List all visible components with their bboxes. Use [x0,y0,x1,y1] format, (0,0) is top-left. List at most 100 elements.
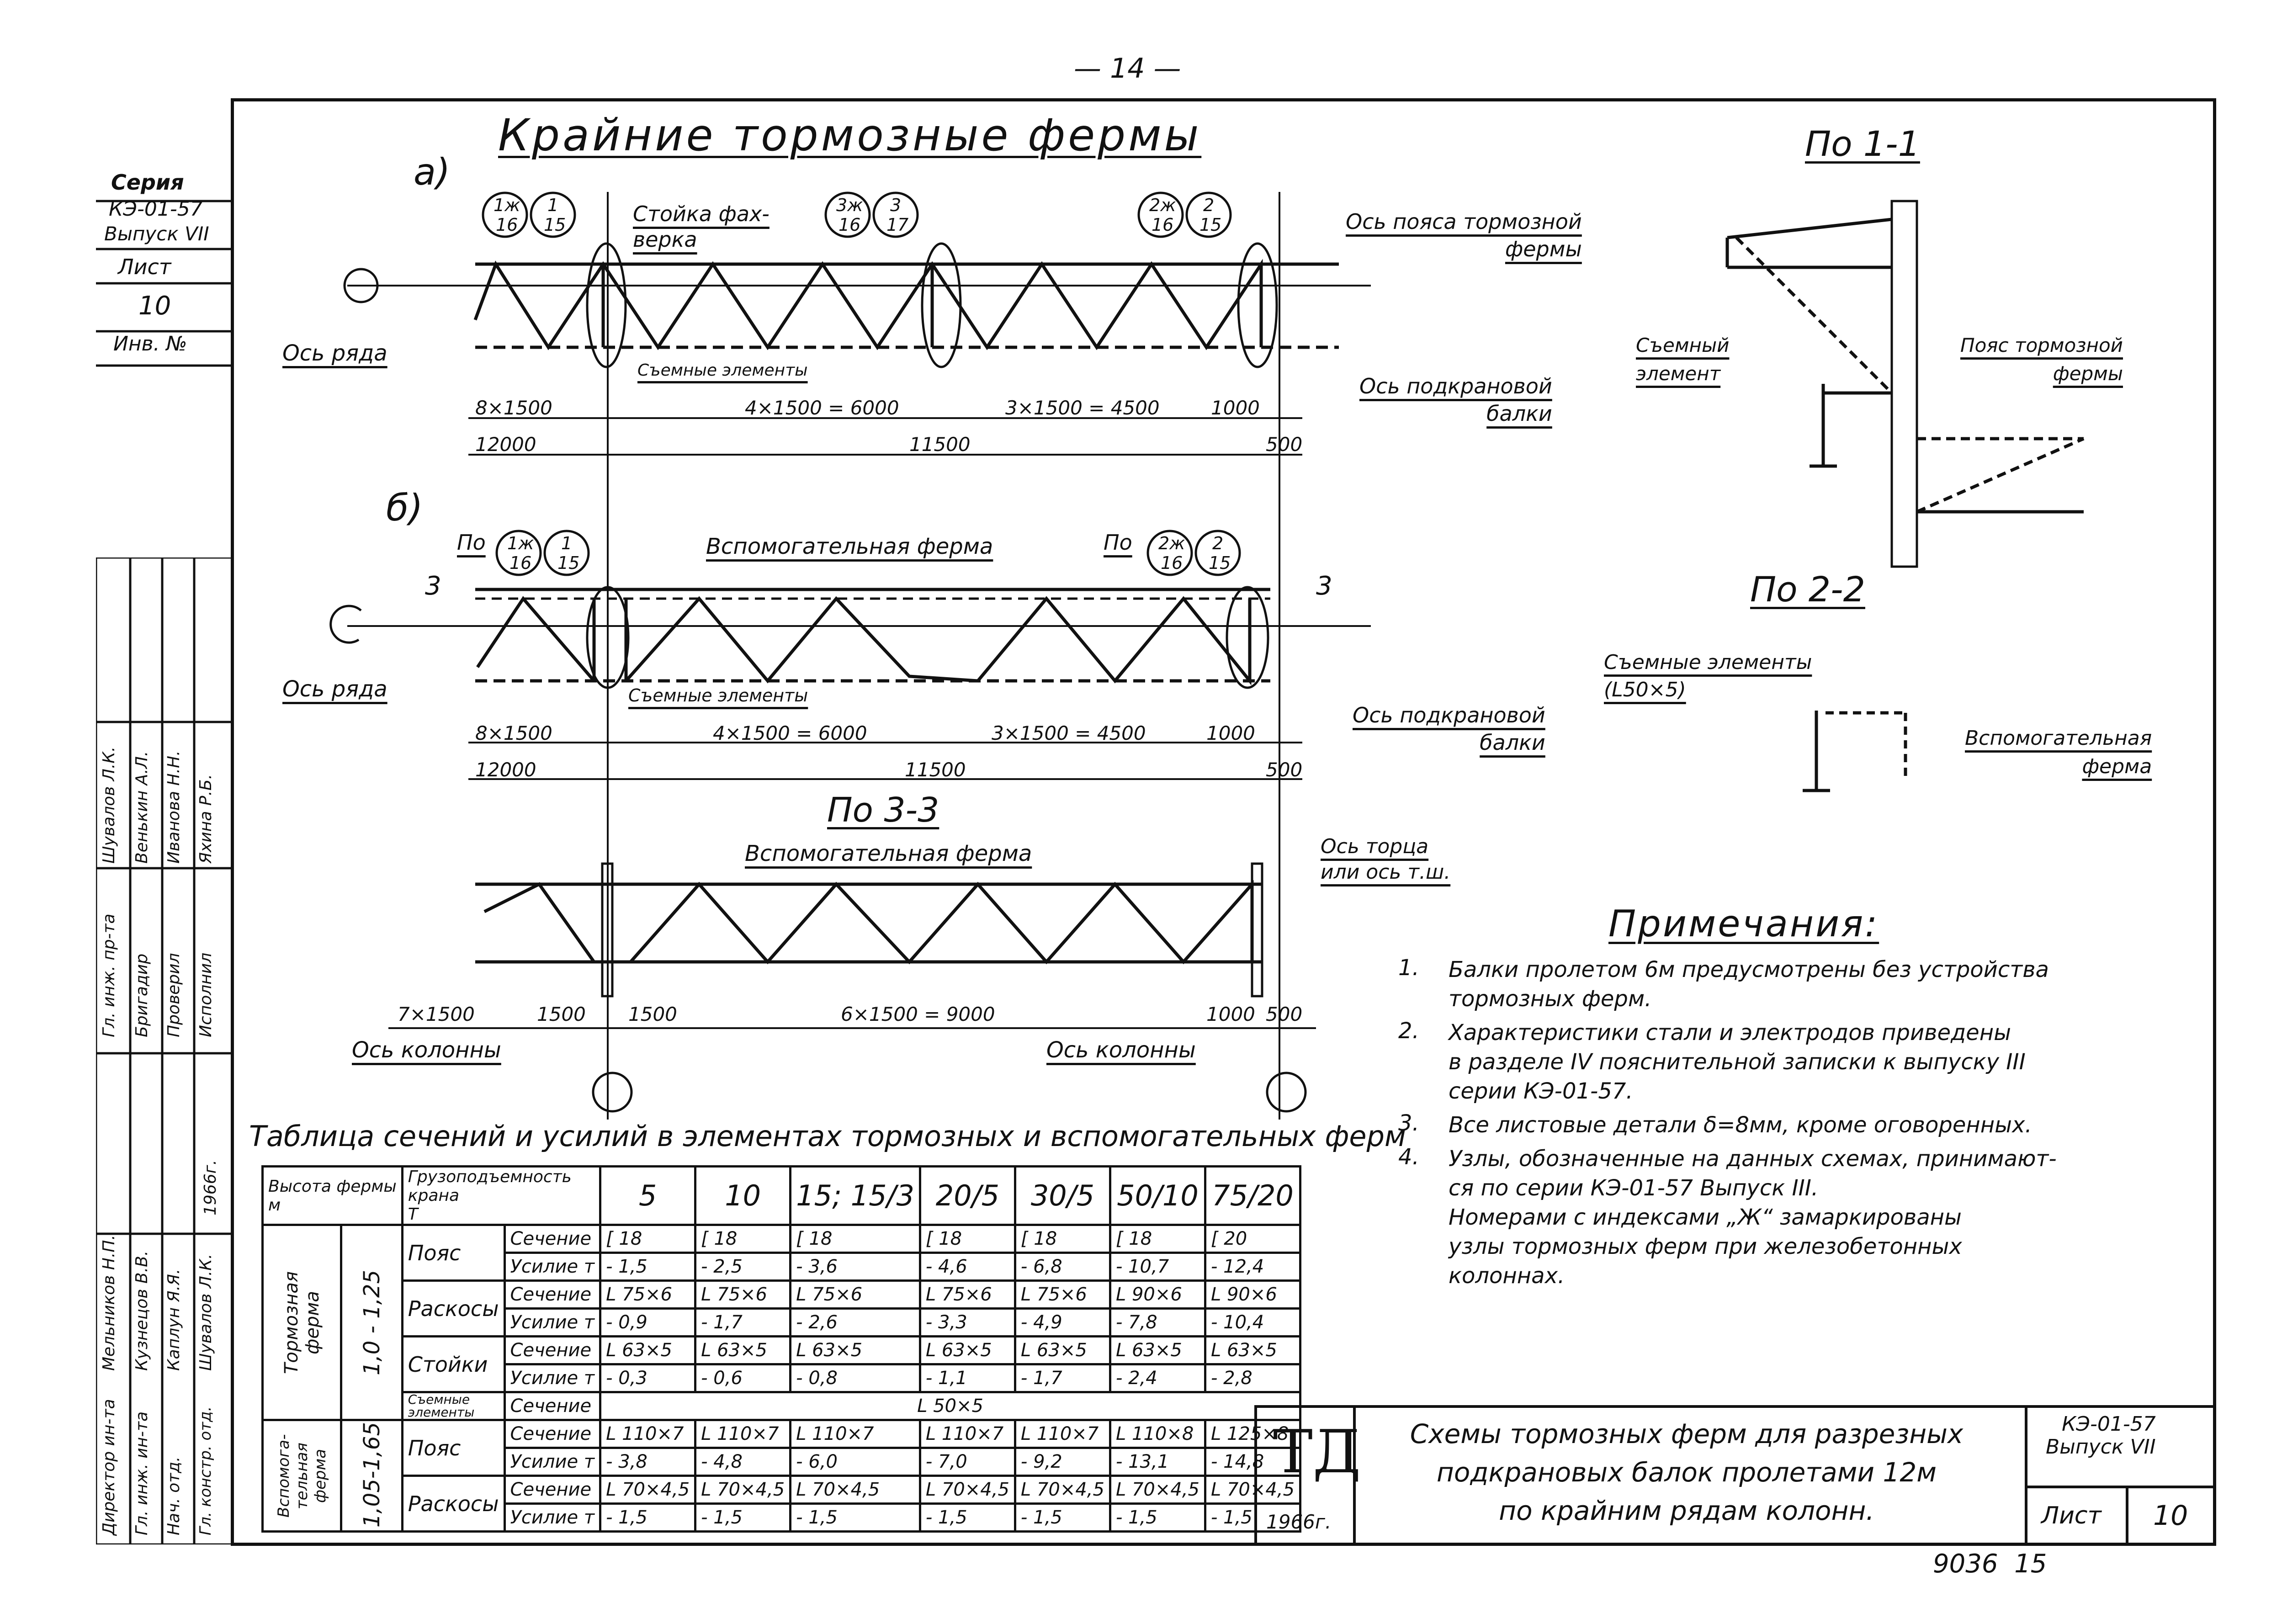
dim-label: 8×1500 [475,397,552,419]
section-33-title: По 3-3 [827,791,939,830]
crane-beam-axis-callout-b: Ось подкрановой балки [1353,703,1545,755]
value: - 1,5 [599,1502,697,1533]
table-row: Усилие т - 1,5 - 1,5 - 1,5 - 1,5 - 1,5 -… [263,1502,1302,1533]
section-mark-3-left: 3 [425,571,441,601]
section-22-title: По 2-2 [1750,569,1865,610]
svg-text:15: 15 [1199,215,1221,235]
node-label: 1 [561,533,572,553]
table-row: Усилие т - 0,3 - 0,6 - 0,8 - 1,1 - 1,7 -… [263,1363,1302,1393]
value: L 70×4,5 [694,1475,792,1505]
svg-text:16: 16 [1152,215,1173,235]
svg-text:16: 16 [496,215,518,235]
svg-text:16: 16 [509,553,531,573]
dim-label: 4×1500 = 6000 [745,397,899,419]
svg-text:15: 15 [1209,553,1231,573]
value: - 14,8 [1204,1447,1302,1477]
table-title: Таблица сечений и усилий в элементах тор… [249,1120,1406,1153]
value: - 1,5 [1109,1502,1206,1533]
value: L 70×4,5 [1109,1475,1206,1505]
title-block-code: КЭ-01-57 [2062,1412,2156,1436]
section-11-belt: Пояс тормозной фермы [1960,334,2123,385]
value: - 1,1 [918,1363,1016,1393]
svg-text:15: 15 [557,553,579,573]
element-name: Стойки [401,1335,506,1393]
svg-text:16: 16 [839,215,860,235]
side-block: Серия КЭ-01-57 Выпуск VII Лист 10 Инв. № [100,170,232,371]
value: - 1,5 [789,1502,921,1533]
value: [ 18 [918,1224,1016,1254]
dim-label: 1000 [1206,1003,1255,1025]
group-label: Вспомога- тельная ферма [262,1420,341,1532]
td-logo: ТД [1273,1417,1361,1486]
value: [ 18 [789,1224,921,1254]
kind: Сечение [503,1391,602,1421]
side-block-lines [96,200,233,367]
inventory-label: Инв. № [113,332,187,356]
label-a: а) [414,151,451,193]
title-block-logo-cell: ТД 1966г. [1257,1408,1361,1543]
node-label: 3 [890,195,901,215]
title-block-year: 1966г. [1266,1511,1332,1533]
value: - 0,8 [789,1363,921,1393]
value: L 110×7 [918,1419,1016,1449]
node-label: 3ж [836,195,863,215]
kind: Сечение [503,1475,602,1505]
dim-label: 3×1500 = 4500 [992,722,1146,744]
value: - 0,6 [694,1363,792,1393]
note-text: Узлы, обозначенные на данных схемах, при… [1449,1146,2057,1289]
value: L 110×7 [1014,1419,1111,1449]
node-prefix: По [1104,530,1132,555]
kind: Сечение [503,1419,602,1449]
dim-label: 500 [1266,759,1303,781]
kind: Усилие т [503,1363,602,1393]
value: L 75×6 [599,1279,697,1310]
element-name: Пояс [401,1419,506,1477]
value: - 2,5 [694,1252,792,1282]
row-axis-label-b: Ось ряда [282,676,387,702]
note-number: 1. [1398,955,1419,981]
table-row: Усилие т - 0,9 - 1,7 - 2,6 - 3,3 - 4,9 -… [263,1307,1302,1337]
table-row: Вспомога- тельная ферма 1,05-1,65 Пояс С… [262,1419,1302,1532]
column-axis-right: Ось колонны [1046,1037,1196,1063]
dim-label: 6×1500 = 9000 [841,1003,995,1025]
dim-label: 8×1500 [475,722,552,744]
value: - 2,6 [789,1307,921,1337]
title-a: Крайние тормозные фермы [498,110,1202,161]
dim-label: 1500 [628,1003,677,1025]
value: L 50×5 [599,1391,1302,1421]
capacity-cell: 15; 15/3 [789,1165,921,1226]
value: L 110×7 [694,1419,792,1449]
kind: Сечение [503,1279,602,1310]
node-label: 2ж [1149,195,1176,215]
value: [ 18 [1109,1224,1206,1254]
end-axis-label: Ось торца или ось т.ш. [1321,835,1451,884]
sheet-number: 10 [138,291,171,321]
note-item: 4. Узлы, обозначенные на данных схемах, … [1398,1144,2184,1290]
title-block: ТД 1966г. Схемы тормозных ферм для разре… [1254,1405,2216,1546]
section-11-title: По 1-1 [1805,123,1920,164]
section-22-aux-truss: Вспомогательная ферма [1965,727,2152,778]
value: - 7,0 [918,1447,1016,1477]
value: L 90×6 [1109,1279,1206,1310]
element-name: Съемные элементы [401,1391,506,1421]
value: - 3,8 [599,1447,697,1477]
dim-label: 12000 [475,433,536,456]
stand-callout: Стойка фах- верка [633,202,770,252]
value: L 63×5 [1014,1335,1111,1365]
element-name: Раскосы [401,1475,506,1533]
value: - 10,4 [1204,1307,1302,1337]
group-height: 1,05-1,65 [341,1420,403,1532]
notes-list: 1. Балки пролетом 6м предусмотрены без у… [1398,955,2184,1290]
kind: Усилие т [503,1307,602,1337]
note-item: 3. Все листовые детали δ=8мм, кроме огов… [1398,1110,2184,1140]
value: - 13,1 [1109,1447,1206,1477]
value: - 3,3 [918,1307,1016,1337]
note-item: 2. Характеристики стали и электродов при… [1398,1018,2184,1106]
value: [ 20 [1204,1224,1302,1254]
node-label: 1ж [494,195,520,215]
node-label: 2 [1212,533,1223,553]
row-axis-label: Ось ряда [282,340,387,366]
element-name: Пояс [401,1224,506,1282]
dim-label: 11500 [909,433,971,456]
